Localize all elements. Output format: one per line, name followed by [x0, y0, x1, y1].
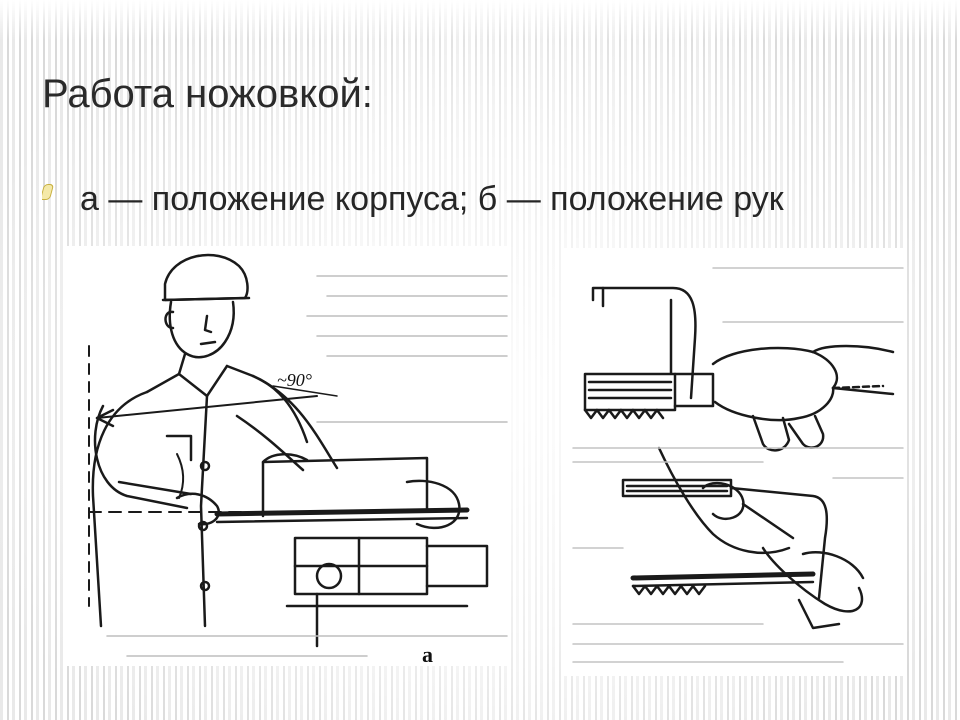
hands-illustration [572, 267, 904, 663]
slide-title: Работа ножовкой: [42, 72, 373, 116]
bullet-item: а — положение корпуса; б — положение рук [42, 176, 912, 246]
background-fade [0, 0, 960, 40]
bullet-icon [42, 184, 55, 200]
figure-letter: а [422, 642, 433, 666]
angle-label: ~90° [277, 370, 312, 390]
figure-body-position: ~90° а [67, 246, 510, 666]
bullet-text: а — положение корпуса; б — положение рук [80, 180, 784, 218]
worker-illustration [88, 253, 508, 657]
figure-hand-position [563, 248, 906, 676]
